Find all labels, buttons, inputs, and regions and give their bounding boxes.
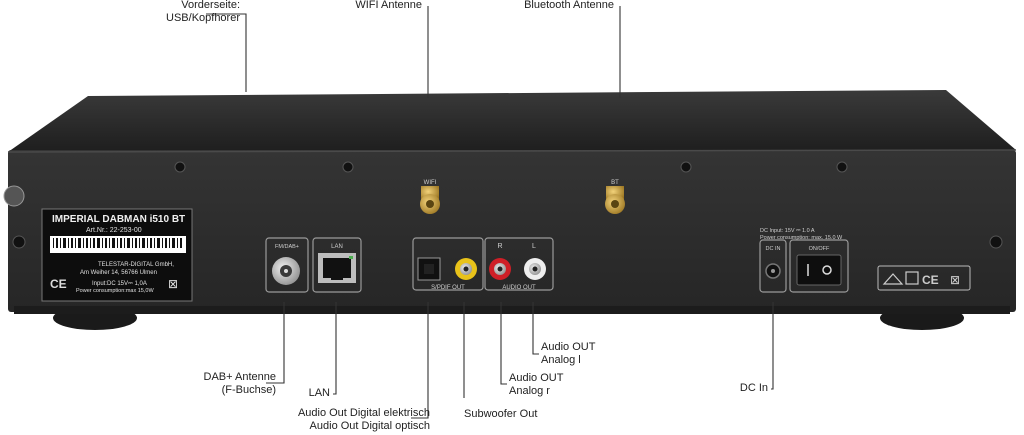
port-label-bt: BT — [611, 180, 619, 186]
screws — [12, 161, 1003, 249]
sticker-power-1: Input:DC 15V⎓ 1,0A — [92, 281, 147, 287]
port-label-spdif: S/PDIF OUT — [431, 285, 465, 291]
sticker-maker-1: TELESTAR-DIGITAL GmbH, — [98, 262, 174, 268]
dab-port-frame — [265, 237, 309, 293]
weee-mark: ⊠ — [168, 277, 178, 291]
callout-lan: LAN — [308, 387, 330, 399]
barcode-bars — [53, 238, 182, 248]
port-label-r: R — [497, 243, 503, 250]
port-label-on-off: ON/OFF — [808, 246, 830, 252]
bt-antenna-connector — [605, 186, 625, 214]
audio-out-frame — [484, 237, 554, 291]
device-back-panel — [8, 150, 1016, 312]
port-label-dab: FM/DAB+ — [275, 244, 299, 250]
port-label-audio-out: AUDIO OUT — [502, 285, 536, 291]
device-bottom-edge — [14, 306, 1010, 314]
ce-mark: CE — [50, 277, 67, 291]
callout-dab-line2: (F-Buchse) — [221, 384, 276, 396]
callout-digital-line2: Audio Out Digital optisch — [309, 420, 430, 432]
leader-lines — [206, 6, 774, 419]
callout-audio-r: Audio OUT Analog r — [509, 372, 563, 398]
port-label-lan: LAN — [331, 244, 343, 250]
dc-spec-2: Power consumption: max. 15.0 W — [760, 235, 843, 241]
power-switch — [796, 254, 842, 286]
dc-in-frame — [759, 239, 787, 293]
on-off-frame — [789, 239, 849, 293]
sticker-maker-2: Am Weiher 14, 56766 Ulmen — [80, 270, 157, 276]
spdif-frame — [412, 237, 484, 291]
callout-audio-l-line1: Audio OUT — [541, 341, 596, 353]
port-label-dc-in: DC IN — [765, 246, 781, 252]
callout-dab-line1: DAB+ Antenne — [203, 371, 276, 383]
callout-audio-r-line1: Audio OUT — [509, 372, 564, 384]
callout-dc-in: DC In — [739, 382, 768, 394]
callout-bluetooth: Bluetooth Antenne — [524, 0, 614, 11]
sticker-article: Art.Nr.: 22-253-00 — [86, 227, 142, 234]
callout-digital-line1: Audio Out Digital elektrisch — [297, 407, 430, 419]
svg-text:CE: CE — [922, 273, 939, 287]
callout-front-line2: USB/Kopfhörer — [166, 12, 240, 24]
callout-front-line1: Vorderseite: — [181, 0, 240, 11]
port-label-l: L — [532, 243, 536, 250]
label-sticker — [41, 208, 193, 302]
lan-port-frame — [312, 237, 362, 293]
callout-audio-r-line2: Analog r — [509, 385, 550, 397]
dc-spec-1: DC Input: 15V ⎓ 1.0 A — [760, 228, 815, 234]
svg-text:⊠: ⊠ — [950, 273, 960, 287]
callout-wifi: WIFI Antenne — [355, 0, 422, 11]
callout-subwoofer: Subwoofer Out — [464, 408, 538, 420]
compliance-marks — [877, 265, 971, 291]
callout-audio-l: Audio OUT Analog l — [541, 341, 595, 367]
port-label-wifi: WIFI — [423, 180, 437, 186]
ground-logo — [3, 185, 25, 207]
callout-audio-l-line2: Analog l — [541, 354, 581, 366]
device-top — [8, 90, 1016, 152]
sticker-power-2: Power consumption:max 15,0W — [76, 288, 154, 294]
sticker-model: IMPERIAL DABMAN i510 BT — [52, 214, 186, 225]
callout-dab: DAB+ Antenne (F-Buchse) — [170, 371, 276, 397]
callout-digital: Audio Out Digital elektrisch Audio Out D… — [250, 407, 430, 433]
callout-front: Vorderseite: USB/Kopfhörer — [140, 0, 240, 25]
wifi-antenna-connector — [420, 186, 440, 214]
